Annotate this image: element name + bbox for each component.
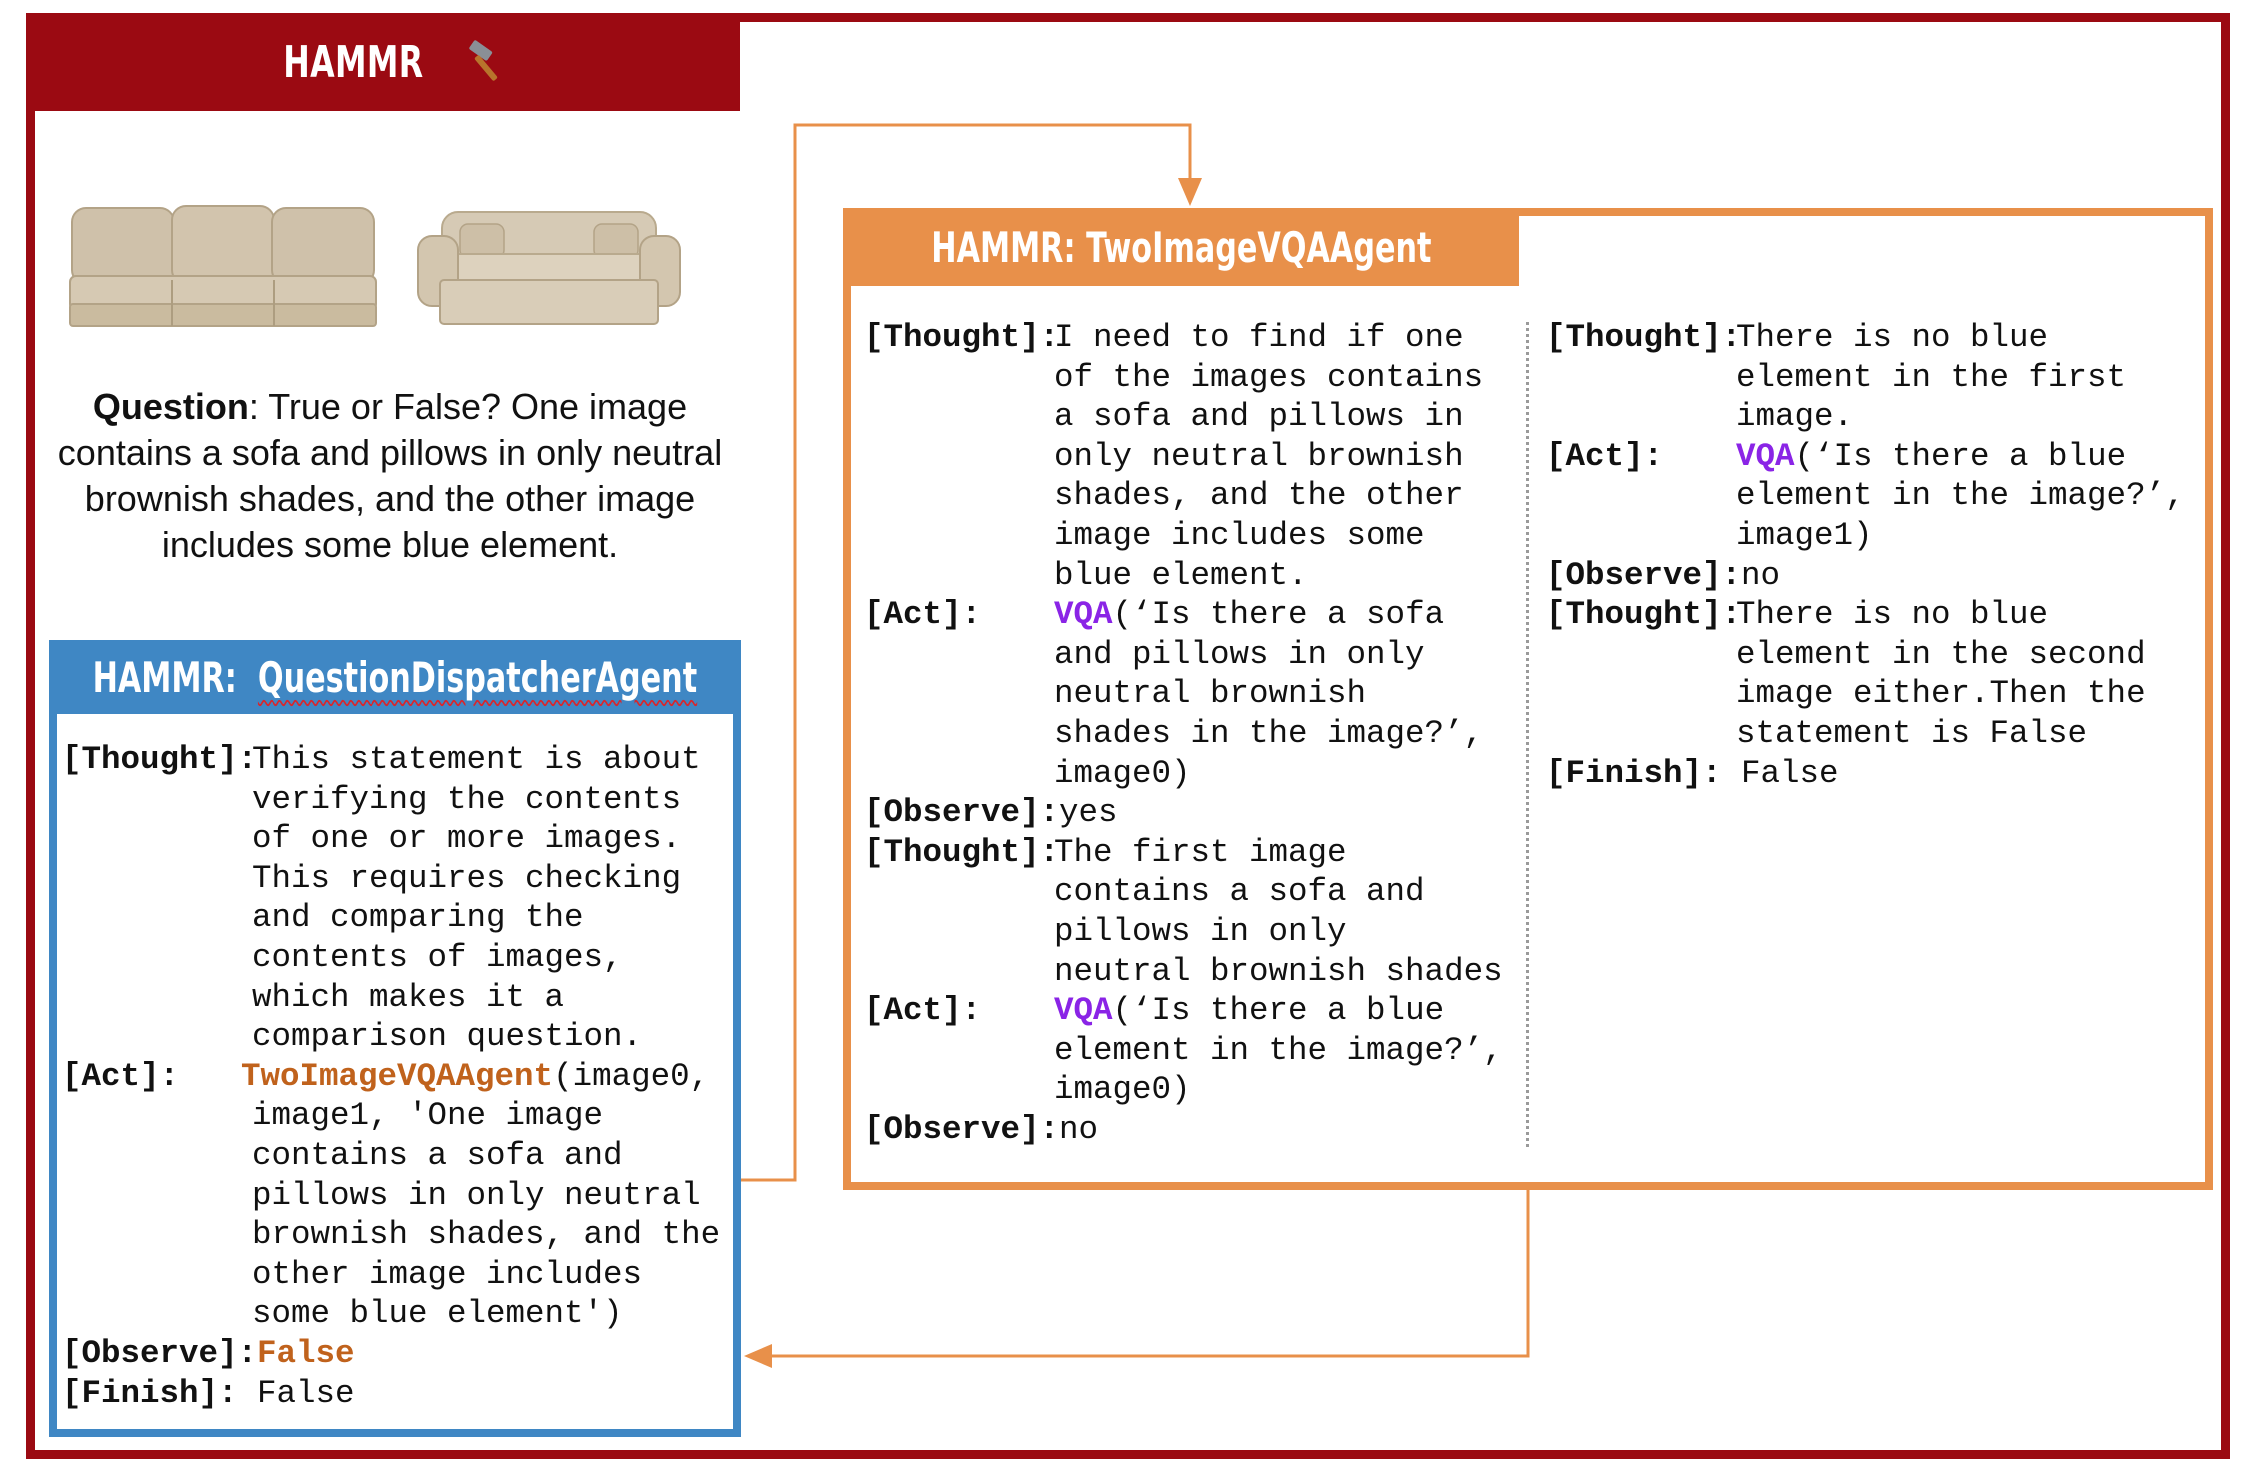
finish-value: False bbox=[237, 1374, 355, 1412]
dispatch-arrowhead bbox=[1178, 178, 1202, 206]
right-thought-1: [Thought]:There is no blue element in th… bbox=[1546, 318, 2185, 437]
act-tag: [Act]: bbox=[864, 596, 982, 634]
left-observe-2: [Observe]:no bbox=[864, 1110, 1503, 1150]
observe-value: False bbox=[257, 1334, 355, 1372]
hammr-title: HAMMR bbox=[282, 36, 424, 88]
vqa-call: VQA bbox=[1054, 596, 1113, 634]
right-thought-2: [Thought]:There is no blue element in th… bbox=[1546, 595, 2185, 753]
thought-text: I need to find if one of the images cont… bbox=[1054, 319, 1484, 594]
left-observe-1: [Observe]:yes bbox=[864, 793, 1503, 833]
act-args-rest: image1, 'One image contains a sofa and p… bbox=[252, 1097, 721, 1333]
thought-tag: [Thought]: bbox=[1546, 596, 1742, 634]
sofa-pillows-image bbox=[417, 211, 681, 325]
observe-value: yes bbox=[1059, 794, 1118, 832]
dispatcher-act: [Act]: TwoImageVQAAgent(image0, bbox=[62, 1057, 720, 1097]
dispatcher-agent-box bbox=[49, 640, 741, 1437]
return-arrow bbox=[760, 1190, 1530, 1358]
dispatcher-agent-title: HAMMR: QuestionDispatcherAgent bbox=[93, 653, 698, 702]
thought-text: There is no blue element in the second i… bbox=[1736, 596, 2146, 752]
thought-tag: [Thought]: bbox=[1546, 319, 1742, 356]
question-label: Question bbox=[92, 386, 249, 427]
observe-tag: [Observe]: bbox=[62, 1334, 258, 1372]
thought-text: This statement is about verifying the co… bbox=[252, 741, 701, 1056]
sofa-cushions-image bbox=[69, 205, 377, 327]
act-tag: [Act]: bbox=[1546, 437, 1664, 475]
two-image-agent-header: HAMMR: TwoImageVQAAgent bbox=[843, 208, 1519, 286]
act-args: (‘Is there a sofa and pillows in only ne… bbox=[1054, 596, 1484, 792]
right-observe-1: [Observe]:no bbox=[1546, 556, 2185, 596]
dispatcher-finish: [Finish]: False bbox=[62, 1374, 720, 1414]
hammr-header: HAMMR bbox=[26, 13, 740, 111]
observe-value: no bbox=[1059, 1110, 1099, 1148]
hammr-frame bbox=[26, 13, 2230, 1459]
dispatcher-title-prefix: HAMMR: bbox=[92, 652, 237, 702]
act-tag: [Act]: bbox=[62, 1057, 180, 1095]
dispatcher-title-name: QuestionDispatcherAgent bbox=[258, 652, 698, 702]
vqa-call: VQA bbox=[1054, 992, 1113, 1030]
left-thought-2: [Thought]:The first image contains a sof… bbox=[864, 833, 1503, 991]
act-call: TwoImageVQAAgent bbox=[241, 1057, 554, 1095]
left-act-2: [Act]: VQA(‘Is there a blue element in t… bbox=[864, 991, 1503, 1110]
column-separator bbox=[1526, 322, 1529, 1147]
observe-tag: [Observe]: bbox=[1546, 556, 1742, 594]
left-thought-1: [Thought]:I need to find if one of the i… bbox=[864, 318, 1503, 595]
finish-tag: [Finish]: bbox=[1546, 754, 1722, 792]
thought-tag: [Thought]: bbox=[864, 319, 1060, 356]
two-image-agent-title: HAMMR: TwoImageVQAAgent bbox=[930, 222, 1432, 272]
thought-text: There is no blue element in the first im… bbox=[1736, 319, 2127, 436]
dispatcher-agent-header: HAMMR: QuestionDispatcherAgent bbox=[49, 640, 741, 714]
return-arrowhead bbox=[744, 1344, 772, 1368]
thought-tag: [Thought]: bbox=[62, 741, 258, 778]
thought-tag: [Thought]: bbox=[864, 833, 1060, 871]
finish-tag: [Finish]: bbox=[62, 1374, 238, 1412]
hammer-icon bbox=[469, 40, 498, 81]
act-args: (‘Is there a blue element in the image?’… bbox=[1054, 992, 1503, 1109]
right-finish: [Finish]: False bbox=[1546, 754, 2185, 794]
dispatcher-observe: [Observe]:False bbox=[62, 1334, 720, 1374]
thought-text: The first image contains a sofa and pill… bbox=[1054, 833, 1503, 990]
finish-value: False bbox=[1721, 754, 1839, 792]
dispatcher-trace: [Thought]:This statement is about verify… bbox=[62, 740, 720, 1413]
dispatch-arrow bbox=[741, 123, 1192, 1182]
observe-tag: [Observe]: bbox=[864, 794, 1060, 832]
vqa-call: VQA bbox=[1736, 437, 1795, 475]
act-tag: [Act]: bbox=[864, 992, 982, 1030]
dispatcher-thought: [Thought]:This statement is about verify… bbox=[62, 740, 720, 1057]
question-body: : True or False? One image contains a so… bbox=[57, 386, 723, 565]
act-args-first: (image0, bbox=[553, 1057, 710, 1095]
right-act-1: [Act]: VQA(‘Is there a blue element in t… bbox=[1546, 437, 2185, 556]
dispatcher-act-args: image1, 'One image contains a sofa and p… bbox=[62, 1096, 720, 1334]
two-image-left-trace: [Thought]:I need to find if one of the i… bbox=[864, 318, 1503, 1149]
question-text: Question: True or False? One image conta… bbox=[50, 384, 730, 568]
observe-tag: [Observe]: bbox=[864, 1110, 1060, 1148]
observe-value: no bbox=[1741, 556, 1781, 594]
act-args: (‘Is there a blue element in the image?’… bbox=[1736, 437, 2185, 554]
two-image-right-trace: [Thought]:There is no blue element in th… bbox=[1546, 318, 2185, 793]
left-act-1: [Act]: VQA(‘Is there a sofa and pillows … bbox=[864, 595, 1503, 793]
